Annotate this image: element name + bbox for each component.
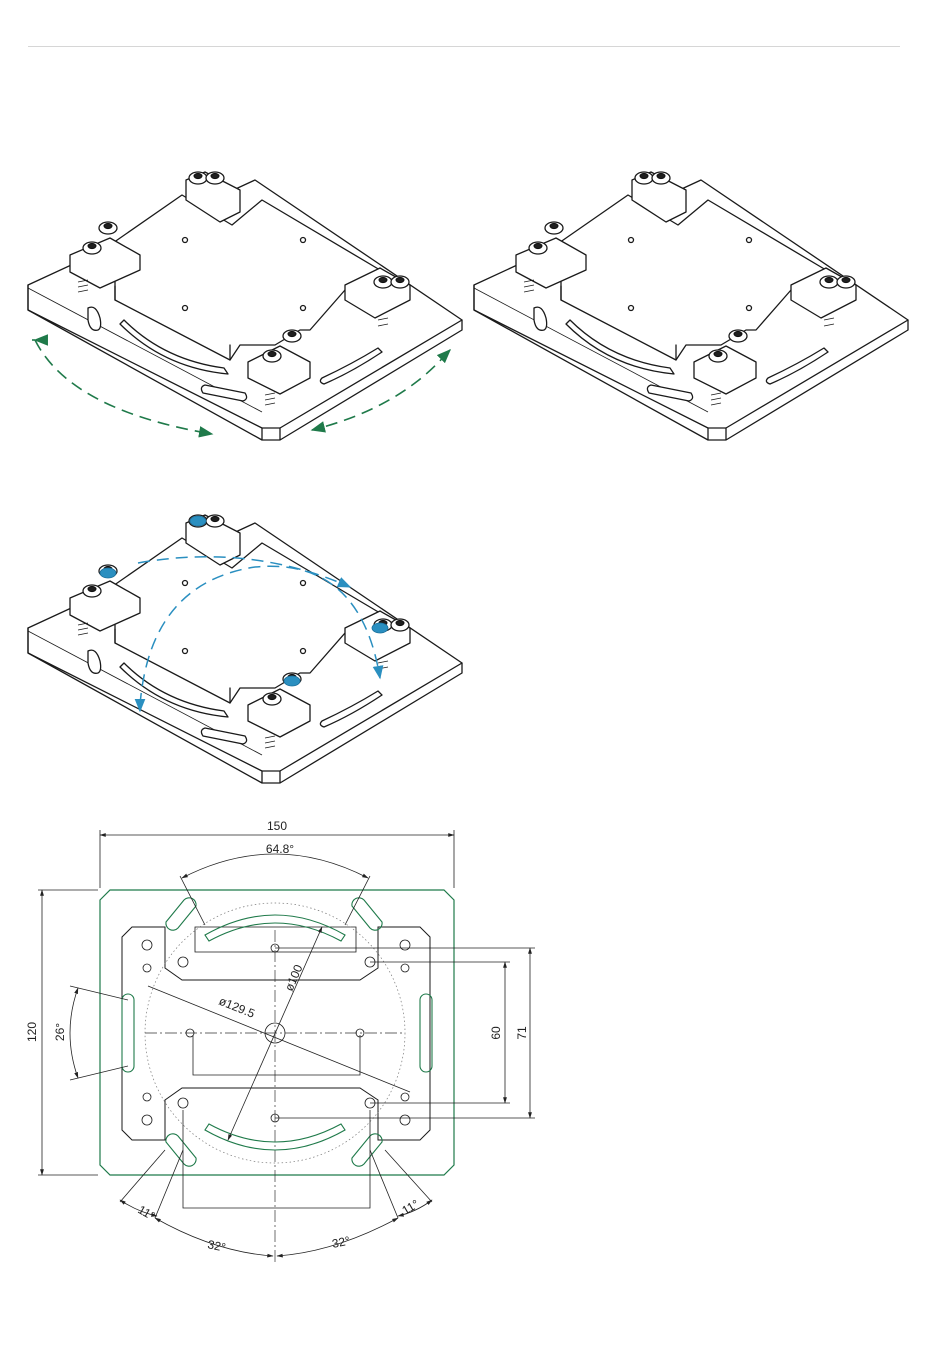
dim-spacing-inner-label: 60 [489,1026,503,1040]
dim-angle-bottom-left-label: 11° [136,1202,158,1223]
dim-width-label: 150 [267,819,287,833]
dim-angle-top-label: 64.8° [266,842,294,856]
iso-view-rotate [28,172,462,440]
dim-height-label: 120 [25,1022,39,1042]
dim-spacing-outer-label: 71 [515,1026,529,1040]
dim-dia-outer-label: ø129.5 [217,994,257,1021]
dim-angle-left-label: 26° [53,1023,67,1041]
dim-angle-32-right-label: 32° [331,1233,352,1251]
plan-view [38,830,535,1262]
dim-angle-32-left-label: 32° [206,1237,227,1255]
iso-view-plain [474,172,908,440]
iso-view-flip [28,515,462,783]
dim-dia-inner-label: ø100 [282,962,306,993]
